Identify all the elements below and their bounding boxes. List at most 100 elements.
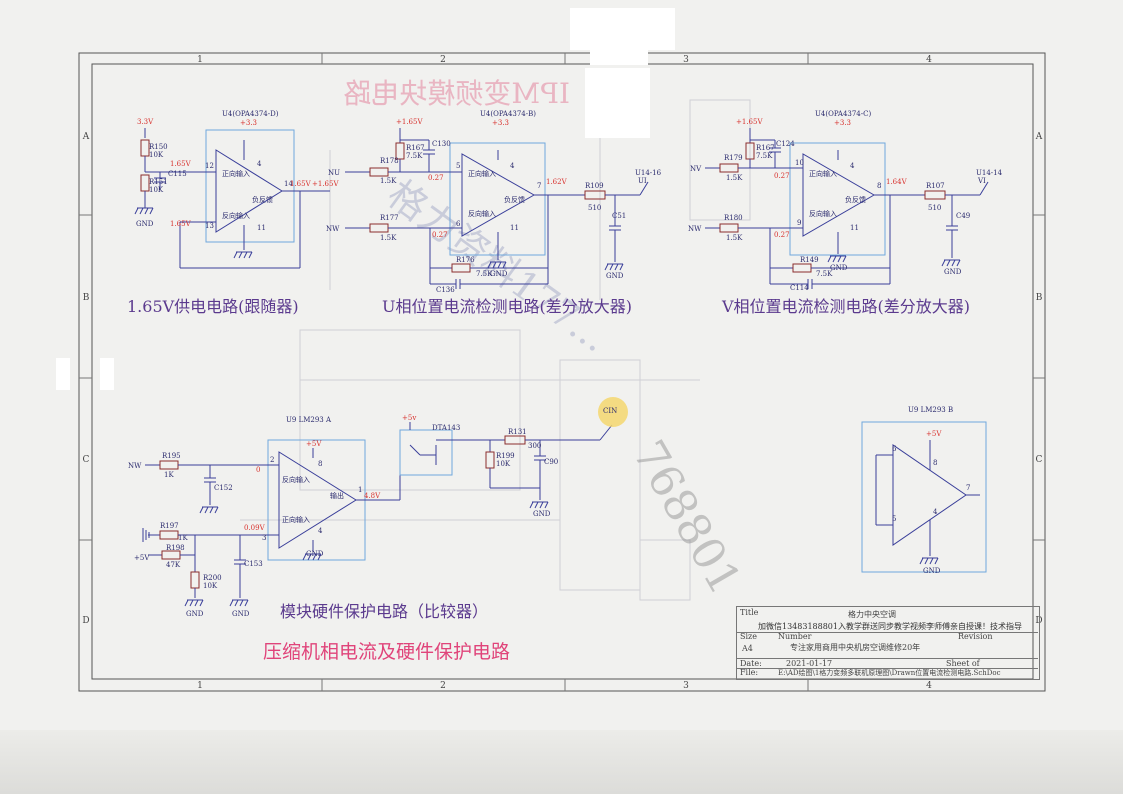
net-voltage: 1.65V: [170, 220, 192, 228]
resistor-value: 7.5K: [406, 152, 423, 160]
net-label: +1.65V: [396, 118, 423, 126]
opamp-part: U4(OPA4374-C): [815, 110, 871, 118]
pin-number: 4: [933, 508, 938, 516]
resistor-ref: R195: [162, 452, 181, 460]
row-label: D: [82, 616, 89, 626]
net-voltage: 4.8V: [364, 492, 381, 500]
date-label: Date:: [740, 659, 762, 668]
resistor: [584, 190, 606, 200]
gnd-label: GND: [232, 610, 250, 618]
net-label: +1.65V: [736, 118, 763, 126]
comparator-symbol: [278, 451, 357, 549]
gnd-label: GND: [490, 270, 508, 278]
description: 专注家用商用中央机房空调维修20年: [790, 643, 921, 652]
opamp-part: U9 LM293 A: [286, 416, 332, 424]
resistor: [924, 190, 946, 200]
row-label: C: [1036, 455, 1043, 465]
block-label-v-phase: V相位置电流检测电路(差分放大器): [722, 297, 971, 316]
resistor-value: 1.5K: [380, 177, 397, 185]
resistor-value: 7.5K: [756, 152, 773, 160]
watermark-center: 格力资料177...: [380, 172, 617, 361]
opamp-part: U4(OPA4374-B): [480, 110, 536, 118]
col-label: 1: [197, 681, 203, 691]
capacitor-ref: C124: [776, 140, 795, 148]
gnd-label: GND: [606, 272, 624, 280]
pin-number: 10: [795, 159, 804, 167]
opamp-symbol: [802, 153, 875, 237]
resistor-ref: R150: [149, 143, 168, 151]
resistor-value: 10K: [149, 186, 164, 194]
gnd-label: GND: [136, 220, 154, 228]
resistor-value: 1K: [178, 534, 188, 542]
capacitor-ref: C136: [436, 286, 455, 294]
pin-number: 1: [358, 486, 362, 494]
resistor-value: 1.5K: [726, 234, 743, 242]
ghost-traces: [240, 99, 751, 601]
pin-name: 负反馈: [252, 195, 273, 204]
col-label: 4: [926, 55, 932, 65]
outer-frame: [78, 52, 1046, 692]
col-label: 3: [683, 55, 689, 65]
pin-number: 4: [318, 527, 323, 535]
resistor: [161, 550, 181, 560]
transistor-part: DTA143: [432, 424, 460, 432]
net-voltage: 0: [256, 466, 260, 474]
title-block: Title 格力中央空调 加微信13483188801入教学群送同步教学视频李师…: [736, 606, 1040, 680]
capacitor-ref: C130: [432, 140, 451, 148]
opamp-box: [205, 129, 295, 243]
pin-number: 11: [257, 224, 266, 232]
input-net: NU: [328, 169, 340, 177]
sheet-label: Sheet of: [946, 659, 980, 668]
date-value: 2021-01-17: [786, 659, 833, 668]
redaction-patch: [570, 8, 675, 50]
pin-number: 12: [205, 162, 214, 170]
pin-number: 3: [262, 534, 266, 542]
connector-ref: U14-14: [976, 169, 1003, 177]
input-net: NV: [690, 165, 702, 173]
opamp-part: U4(OPA4374-D): [222, 110, 279, 118]
resistor-ref: R149: [800, 256, 819, 264]
resistor: [140, 174, 150, 192]
pin-number: 14: [284, 180, 293, 188]
pin-number: 4: [257, 160, 262, 168]
resistor-ref: R167: [756, 144, 775, 152]
gnd-label: GND: [186, 610, 204, 618]
gnd-label: GND: [533, 510, 551, 518]
net-voltage: 1.64V: [886, 178, 908, 186]
pin-number: 7: [537, 182, 541, 190]
revision-label: Revision: [958, 632, 993, 641]
capacitor-ref: C114: [790, 284, 809, 292]
pin-name: 正向输入: [809, 169, 837, 178]
net-label: +5V: [134, 554, 150, 562]
transistor-box: [399, 429, 453, 476]
resistor-ref: R200: [203, 574, 222, 582]
resistor-ref: R176: [456, 256, 475, 264]
resistor-value: 1.5K: [380, 234, 397, 242]
pin-number: 11: [510, 224, 519, 232]
net-voltage: 0.27: [774, 172, 790, 180]
col-label: 1: [197, 55, 203, 65]
file-value: E:\AD绘图\1格力变频多联机原理图\Drawn位置电流检测电路.SchDoc: [778, 669, 1001, 677]
resistor: [140, 139, 150, 157]
block-label-supply: 1.65V供电电路(跟随器): [127, 297, 299, 316]
resistor-value: 47K: [166, 561, 181, 569]
redaction-patch: [56, 358, 70, 390]
probe-marker: [598, 397, 628, 427]
resistor-ref: R131: [508, 428, 527, 436]
connector-net: UI: [638, 177, 647, 185]
circuit-comparator-b: [861, 421, 987, 573]
row-label: C: [83, 455, 90, 465]
circuit-protection: [142, 422, 613, 598]
pin-number: 5: [892, 515, 896, 523]
row-label: A: [1035, 132, 1043, 142]
resistor-ref: R179: [724, 154, 743, 162]
pin-name: 正向输入: [222, 169, 250, 178]
capacitor-ref: C115: [168, 170, 187, 178]
rail-label: +5V: [926, 430, 942, 438]
scan-shadow: [0, 730, 1123, 794]
file-label: File:: [740, 668, 759, 677]
connector-net: CIN: [603, 407, 617, 415]
resistor: [369, 167, 389, 177]
net-voltage: 1.65V: [170, 160, 192, 168]
